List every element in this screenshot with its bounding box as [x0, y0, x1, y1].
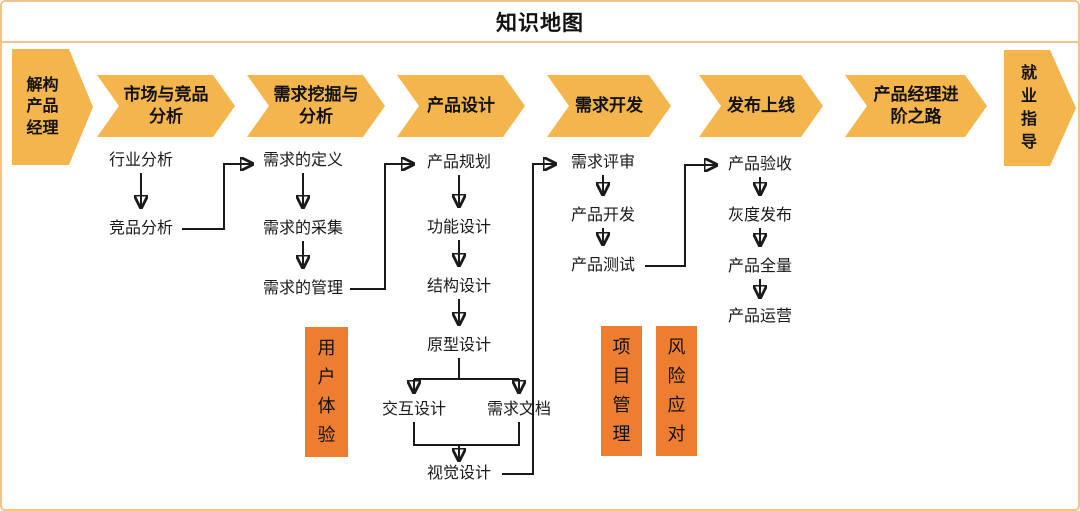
- stage-chevron-release-launch: 发布上线: [699, 75, 823, 137]
- node-requirement-definition: 需求的定义: [262, 152, 344, 169]
- node-interaction-design: 交互设计: [381, 401, 447, 418]
- node-structure-design: 结构设计: [426, 278, 492, 295]
- stage-chevron-pm-advancement-path: 产品经理进阶之路: [845, 75, 987, 137]
- node-industry-analysis: 行业分析: [108, 152, 174, 169]
- badge-user-experience: 用户体验: [305, 327, 348, 457]
- elbow-competitor-to-definition: [182, 164, 252, 230]
- stage-chevron-requirement-development: 需求开发: [547, 75, 671, 137]
- elbow-visual-to-review: [502, 164, 555, 475]
- node-requirement-collection: 需求的采集: [262, 220, 344, 237]
- node-product-operation: 产品运营: [727, 308, 793, 325]
- elbow-test-to-acceptance: [645, 165, 716, 267]
- map-title: 知识地图: [2, 2, 1078, 43]
- node-function-design: 功能设计: [426, 219, 492, 236]
- node-product-planning: 产品规划: [426, 154, 492, 171]
- stage-start-deconstruct-pm: 解构产品经理: [12, 49, 93, 165]
- split-from-prototype: [414, 358, 519, 380]
- stage-chevron-requirement-mining-analysis: 需求挖掘与分析: [247, 75, 385, 137]
- elbow-manage-to-planning: [350, 164, 413, 290]
- stage-chevron-market-competitor-analysis: 市场与竞品分析: [97, 75, 235, 137]
- node-prototype-design: 原型设计: [426, 337, 492, 354]
- stage-end-label: 就业指导: [1020, 64, 1037, 152]
- badge-user-experience-label: 用户体验: [317, 338, 336, 445]
- node-product-testing: 产品测试: [570, 257, 636, 274]
- badge-project-management-label: 项目管理: [612, 337, 631, 444]
- stage-start-label: 解构产品经理: [26, 76, 59, 137]
- stage-chevron-product-design: 产品设计: [397, 75, 525, 137]
- badge-risk-response-label: 风险应对: [667, 337, 686, 444]
- node-requirement-doc: 需求文档: [486, 401, 552, 418]
- node-full-release: 产品全量: [727, 258, 793, 275]
- stage-end-career-guidance: 就业指导: [1004, 50, 1076, 166]
- badge-risk-response: 风险应对: [656, 326, 697, 456]
- node-product-acceptance: 产品验收: [727, 156, 793, 173]
- node-gray-release: 灰度发布: [727, 207, 793, 224]
- node-visual-design: 视觉设计: [426, 465, 492, 482]
- node-product-development: 产品开发: [570, 207, 636, 224]
- node-requirement-review: 需求评审: [570, 154, 636, 171]
- merge-to-visual: [413, 422, 520, 446]
- node-competitor-analysis: 竞品分析: [108, 220, 174, 237]
- node-requirement-management: 需求的管理: [262, 280, 344, 297]
- badge-project-management: 项目管理: [601, 326, 642, 456]
